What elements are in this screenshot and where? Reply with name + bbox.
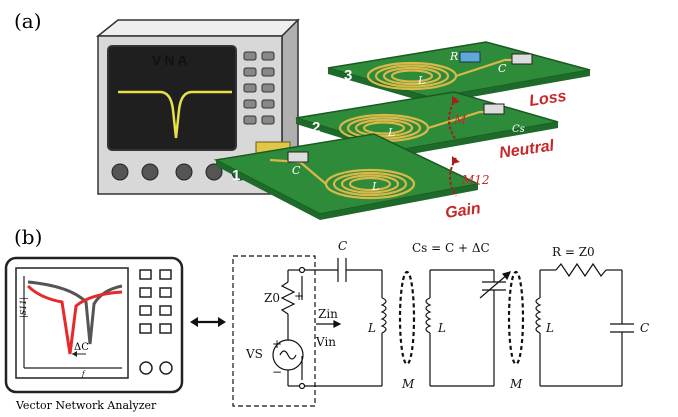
resistor-r bbox=[555, 262, 607, 278]
vna-screen bbox=[107, 45, 237, 151]
coupling-ellipse-2 bbox=[507, 270, 525, 366]
screen-curve-gray bbox=[27, 280, 123, 345]
label-c-end: C bbox=[640, 321, 649, 335]
connection-arrow bbox=[190, 317, 226, 327]
coupling-m12-label: M12 bbox=[461, 173, 490, 187]
vna-caption: Vector Network Analyzer bbox=[15, 399, 157, 412]
label-l1: L bbox=[367, 321, 376, 335]
board-3: 3 L R C bbox=[327, 41, 591, 104]
label-c1: C bbox=[338, 239, 347, 253]
board-1-number: 1 bbox=[232, 167, 240, 184]
board-3-resistor-label: R bbox=[449, 50, 458, 63]
inductor-1 bbox=[380, 297, 387, 334]
board-2-inductor-label: L bbox=[387, 126, 395, 139]
resistor-z0 bbox=[280, 281, 296, 315]
screen-delta-label: ΔC bbox=[74, 342, 89, 353]
vna-sketch-keypad bbox=[139, 269, 173, 375]
board-3-number: 3 bbox=[344, 67, 352, 84]
screen-curve-red bbox=[26, 284, 123, 355]
inductor-3 bbox=[535, 297, 542, 334]
coupling-m-label: M bbox=[453, 113, 467, 127]
screen-x-label: f bbox=[81, 370, 86, 378]
board-1-capacitor-label: C bbox=[292, 164, 301, 177]
inductor-2 bbox=[425, 297, 432, 334]
label-plus-2: + bbox=[272, 337, 282, 351]
board-1: 1 L C bbox=[213, 133, 481, 220]
label-m1: M bbox=[401, 377, 415, 391]
board-3-inductor-label: L bbox=[417, 74, 425, 87]
panel-label-a: (a) bbox=[14, 9, 42, 33]
label-plus-1: + bbox=[294, 289, 304, 303]
circuit-labels: C Cs = C + ΔC R = Z0 Z0 Zin Vin VS + + −… bbox=[245, 239, 649, 391]
board-1-inductor-label: L bbox=[371, 180, 379, 193]
circuit bbox=[232, 255, 634, 407]
coupling-arrows: M12 M bbox=[448, 96, 490, 197]
label-m2: M bbox=[509, 377, 523, 391]
coupling-ellipse-1 bbox=[398, 270, 416, 366]
label-loss: Loss bbox=[528, 88, 567, 110]
label-minus: − bbox=[272, 365, 282, 379]
label-l2: L bbox=[437, 321, 446, 335]
vna-keypad bbox=[243, 51, 275, 125]
screen-y-label: |S11| bbox=[19, 297, 28, 318]
vna-instrument: VNA bbox=[95, 18, 300, 196]
vna-sketch: |S11| f ΔC bbox=[4, 256, 184, 394]
board-3-capacitor-label: C bbox=[498, 62, 507, 75]
label-zin: Zin bbox=[318, 307, 338, 321]
panel-label-b: (b) bbox=[14, 225, 42, 249]
label-cs-eq: Cs = C + ΔC bbox=[412, 241, 490, 255]
label-r-eq: R = Z0 bbox=[552, 245, 595, 259]
label-l3: L bbox=[545, 321, 554, 335]
label-vs: VS bbox=[245, 347, 263, 361]
label-z0: Z0 bbox=[264, 291, 280, 305]
label-neutral: Neutral bbox=[498, 137, 556, 162]
vna-trace bbox=[118, 90, 232, 139]
vna-sketch-screen bbox=[15, 267, 129, 379]
source-box bbox=[232, 255, 316, 407]
board-2-capacitor-label: Cs bbox=[512, 124, 525, 135]
board-2-number: 2 bbox=[312, 119, 320, 136]
label-gain: Gain bbox=[444, 200, 482, 222]
vna-brand: VNA bbox=[152, 52, 191, 68]
label-vin: Vin bbox=[315, 335, 336, 349]
